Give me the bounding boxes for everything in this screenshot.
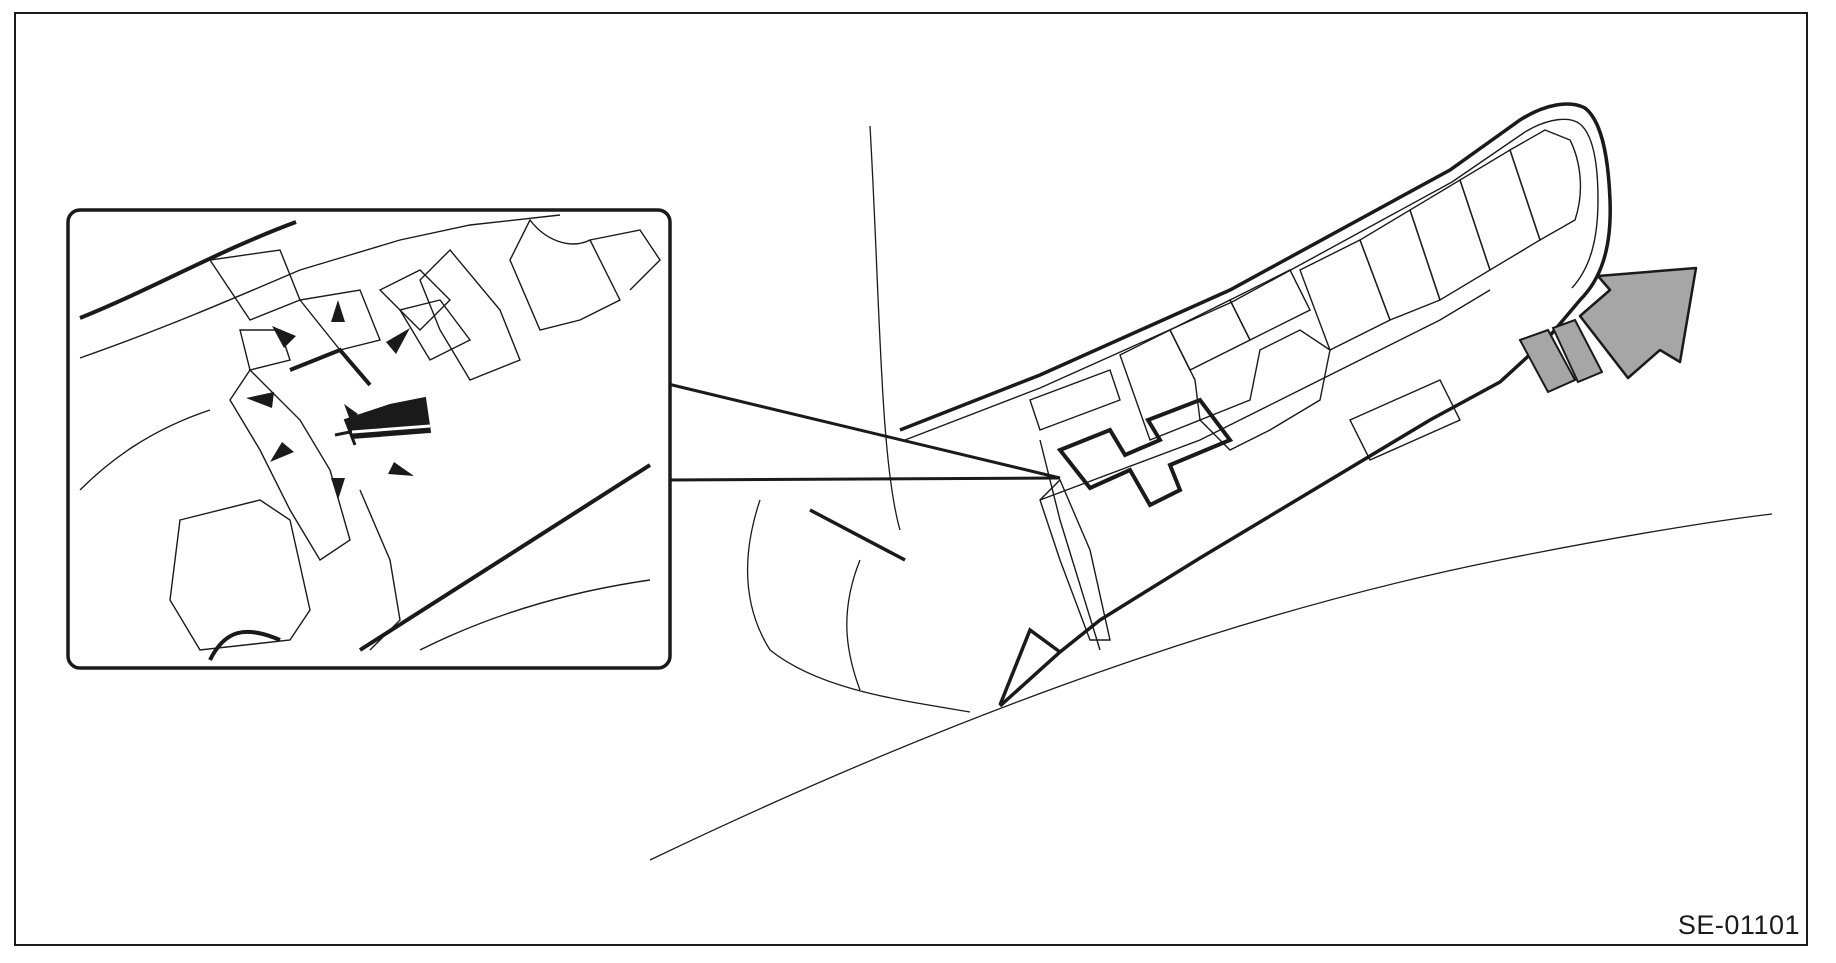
connector-marks (1518, 318, 1604, 394)
detail-inset (66, 208, 672, 670)
panel-clip-outline (1056, 397, 1234, 508)
trim-panel-outline (899, 102, 1612, 708)
trim-panel (899, 102, 1612, 708)
trim-panel-inner-edge (904, 118, 1599, 441)
figure-code: SE-01101 (1677, 910, 1800, 940)
clip-release-arrows-icon (246, 300, 414, 500)
callout-leader (667, 382, 1061, 482)
detail-inset-frame (66, 208, 672, 670)
arrow-up-right-icon (1578, 266, 1698, 380)
panel-edge-lines (809, 508, 1062, 706)
interior-background-lines (649, 125, 1773, 861)
